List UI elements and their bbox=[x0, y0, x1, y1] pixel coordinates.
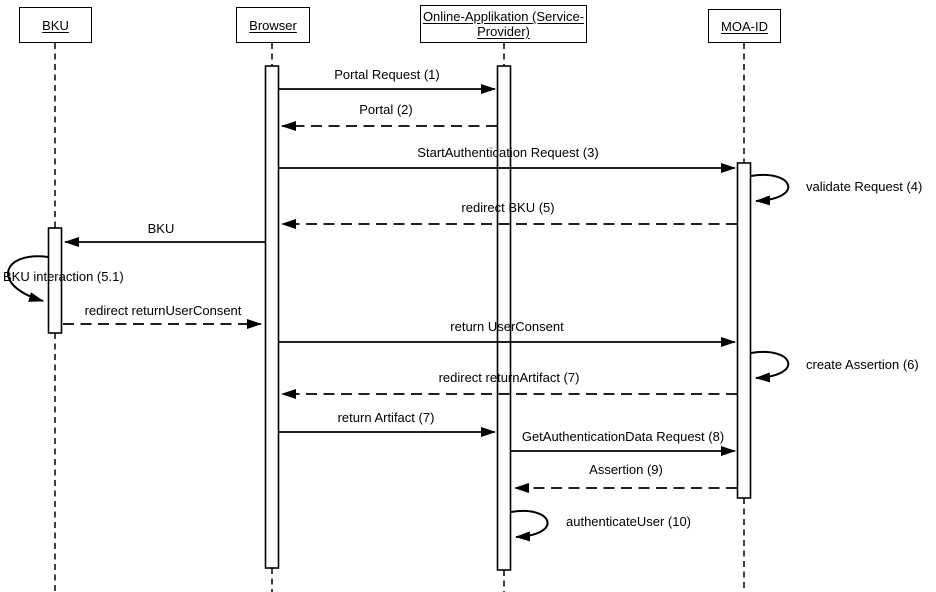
loop-authenticateuser bbox=[510, 509, 549, 542]
label-portal-return: Portal (2) bbox=[359, 102, 413, 117]
participant-browser-label: Browser bbox=[249, 17, 297, 33]
participant-bku-label: BKU bbox=[42, 17, 69, 33]
activation-bku bbox=[47, 227, 63, 334]
label-redirect-returnuserconsent: redirect returnUserConsent bbox=[84, 303, 242, 318]
label-bku-interaction: BKU interaction (5.1) bbox=[3, 269, 124, 284]
label-startauthentication-request: StartAuthentication Request (3) bbox=[417, 145, 599, 160]
label-validate-request: validate Request (4) bbox=[806, 179, 923, 194]
activation-bars bbox=[47, 65, 752, 571]
label-assertion: Assertion (9) bbox=[589, 462, 663, 477]
participant-online-applikation: Online-Applikation (Service-Provider) bbox=[420, 5, 587, 43]
participant-moa-id: MOA-ID bbox=[708, 9, 781, 43]
self-loops bbox=[7, 173, 790, 542]
activation-online-applikation bbox=[496, 65, 512, 571]
loop-validate-request bbox=[750, 173, 790, 206]
participant-browser: Browser bbox=[236, 7, 310, 43]
label-portal-request: Portal Request (1) bbox=[334, 67, 440, 82]
label-getauthenticationdata-request: GetAuthenticationData Request (8) bbox=[521, 429, 725, 444]
label-return-artifact: return Artifact (7) bbox=[337, 410, 435, 425]
participant-moa-id-label: MOA-ID bbox=[721, 18, 768, 34]
activation-moa-id bbox=[736, 162, 752, 499]
participant-bku: BKU bbox=[19, 7, 92, 43]
lifelines bbox=[54, 43, 745, 592]
dashed-arrows bbox=[63, 121, 737, 493]
label-authenticateuser: authenticateUser (10) bbox=[566, 514, 692, 529]
solid-arrows bbox=[64, 84, 736, 456]
label-return-userconsent: return UserConsent bbox=[450, 319, 564, 334]
loop-bku-interaction bbox=[7, 255, 49, 302]
loop-create-assertion bbox=[750, 350, 790, 383]
label-bku: BKU bbox=[147, 221, 175, 236]
label-create-assertion: create Assertion (6) bbox=[806, 357, 919, 372]
label-redirect-bku: redirect BKU (5) bbox=[461, 200, 555, 215]
participant-online-applikation-label: Online-Applikation (Service-Provider) bbox=[422, 9, 585, 39]
activation-browser bbox=[264, 65, 280, 569]
label-redirect-returnartifact: redirect returnArtifact (7) bbox=[438, 370, 580, 385]
